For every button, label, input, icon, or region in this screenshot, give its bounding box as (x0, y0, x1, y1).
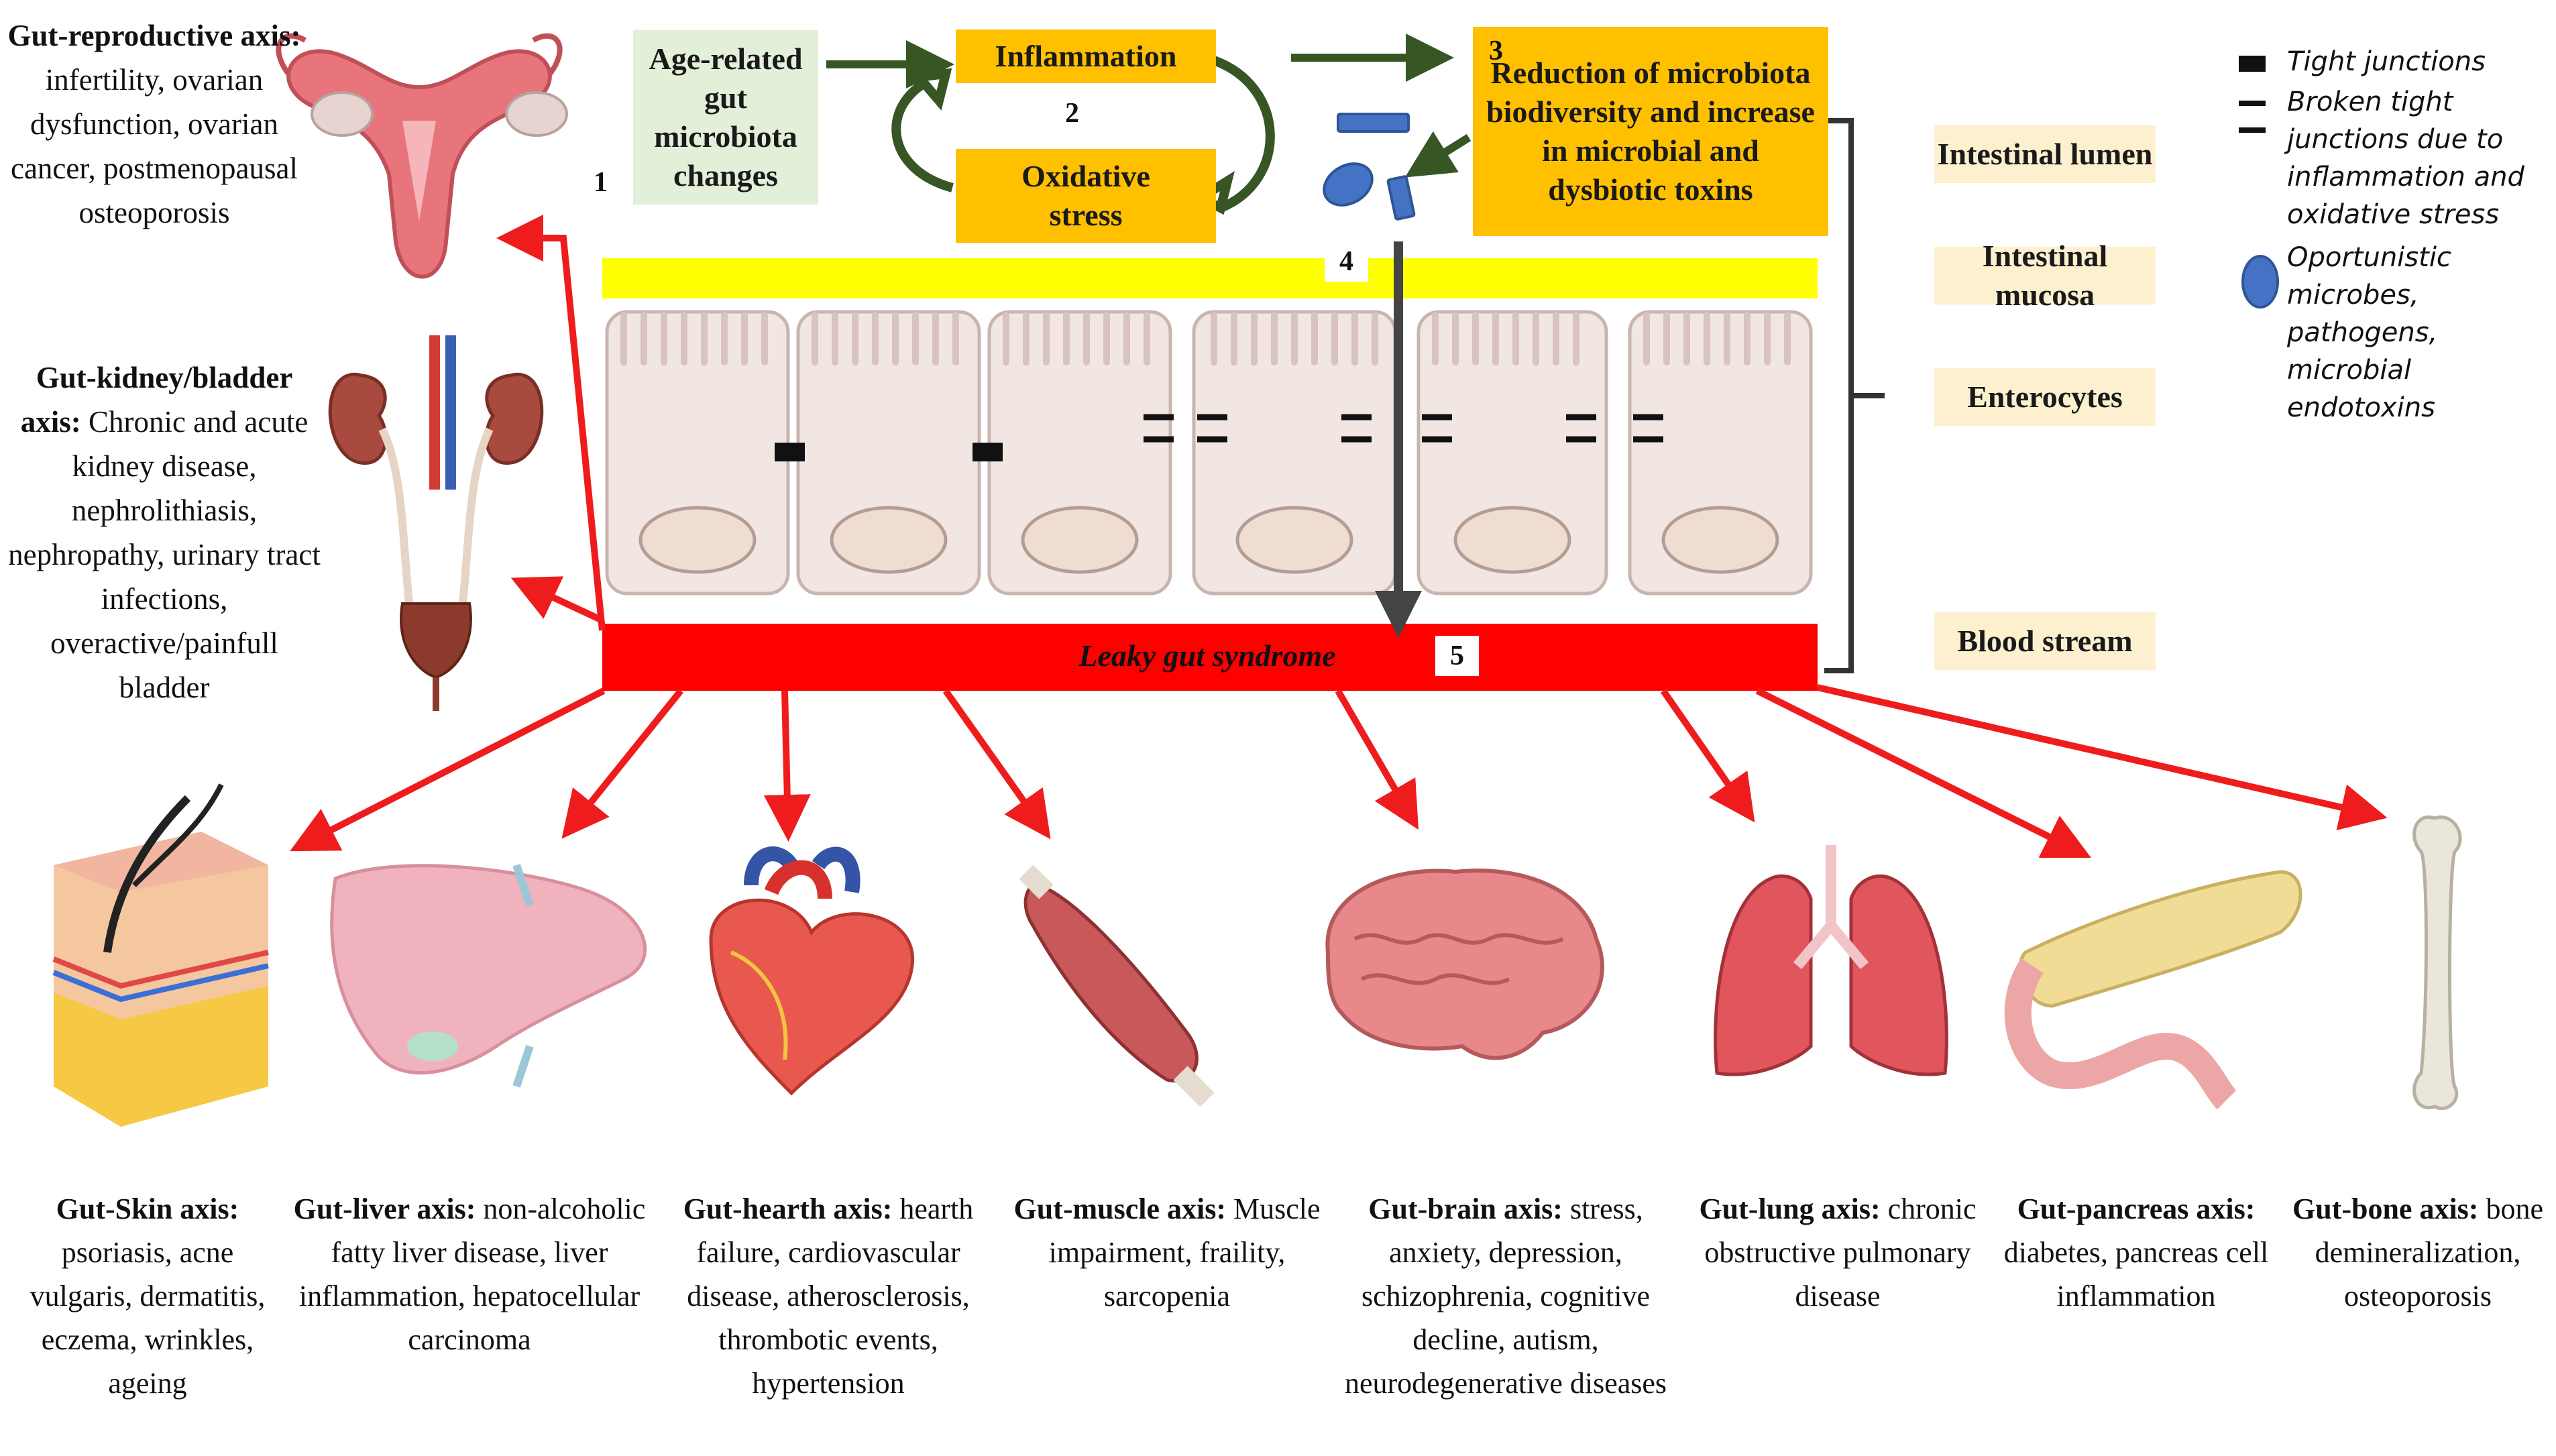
legend-tight-junctions: Tight junctions (2287, 46, 2486, 77)
axis-text: diabetes, pancreas cell inflammation (2003, 1236, 2269, 1312)
inflammation-box: Inflammation (956, 30, 1216, 83)
step-number-4: 4 (1325, 241, 1368, 282)
inflammation-label: Inflammation (995, 39, 1177, 73)
gut-bone-axis: Gut-bone axis: bone demineralization, os… (2284, 1187, 2552, 1318)
microbe-icon (1323, 162, 1374, 207)
layer-lumen-label: Intestinal lumen (1937, 137, 2153, 171)
layer-mucosa: Intestinal mucosa (1934, 239, 2156, 312)
muscle-icon (1019, 864, 1215, 1107)
axis-heading: Gut-muscle axis: (1013, 1192, 1226, 1225)
age-related-box: Age-related gut microbiota changes (633, 30, 818, 205)
process-arrows (826, 34, 1471, 178)
systemic-arrows (290, 215, 2388, 858)
axis-text: hearth failure, cardiovascular disease, … (687, 1192, 974, 1400)
axis-text: chronic obstructive pulmonary disease (1704, 1192, 1977, 1312)
axis-text: Chronic and acute kidney disease, nephro… (8, 405, 321, 704)
skin-icon (52, 783, 269, 1127)
microbe-icon (1337, 113, 1410, 133)
axis-heading: Gut-liver axis: (293, 1192, 476, 1225)
age-related-label: Age-related gut microbiota changes (649, 42, 803, 192)
gut-lung-axis: Gut-lung axis: chronic obstructive pulmo… (1687, 1187, 1989, 1318)
layer-blood: Blood stream (1934, 612, 2156, 670)
gut-liver-axis: Gut-liver axis: non-alcoholic fatty live… (285, 1187, 654, 1361)
gut-heart-axis: Gut-hearth axis: hearth failure, cardiov… (654, 1187, 1003, 1405)
heart-icon (709, 846, 914, 1096)
liver-icon (330, 864, 647, 1088)
brain-icon (1325, 869, 1604, 1060)
oxidative-stress-label: Oxidative stress (1021, 159, 1150, 232)
oxidative-stress-box: Oxidative stress (956, 149, 1216, 243)
broken-junction-icon (2239, 101, 2266, 106)
axis-text: non-alcoholic fatty liver disease, liver… (298, 1192, 646, 1356)
axis-heading: Gut-kidney/bladder axis: (20, 361, 293, 439)
layer-enterocytes-label: Enterocytes (1967, 380, 2123, 414)
microbe-icons (1323, 113, 1416, 221)
microvilli (620, 312, 1791, 366)
legend-microbes: Oportunistic microbes, pathogens, microb… (2287, 242, 2451, 423)
broken-junction-icon (2239, 127, 2266, 133)
bone-icon (2412, 815, 2462, 1111)
axis-text: psoriasis, acne vulgaris, dermatitis, ec… (30, 1236, 266, 1400)
reduction-box: Reduction of microbiota biodiversity and… (1473, 27, 1828, 236)
gut-kidney-axis: Gut-kidney/bladder axis: Chronic and acu… (7, 355, 322, 710)
axis-text: stress, anxiety, depression, schizophren… (1344, 1192, 1667, 1400)
axis-text: Muscle impairment, fraility, sarcopenia (1048, 1192, 1321, 1312)
tight-junctions (775, 443, 1003, 461)
tight-junction (973, 443, 1003, 461)
microbe-icon (2241, 255, 2279, 309)
layer-lumen: Intestinal lumen (1934, 125, 2156, 183)
layer-bracket (1824, 118, 1885, 673)
step-number-2: 2 (1065, 98, 1079, 129)
layer-blood-label: Blood stream (1957, 624, 2133, 658)
uterus-icon (276, 33, 568, 279)
leaky-gut-label: Leaky gut syndrome (1078, 638, 1336, 673)
layer-enterocytes: Enterocytes (1934, 368, 2156, 426)
step-number-5: 5 (1435, 636, 1479, 676)
axis-heading: Gut-lung axis: (1699, 1192, 1881, 1225)
pancreas-icon (2004, 870, 2302, 1110)
microbe-icon (1386, 175, 1416, 221)
step-number-1: 1 (594, 167, 608, 198)
leaky-gut-bar (602, 624, 1818, 691)
gut-reproductive-axis: Gut-reproductive axis: infertility, ovar… (7, 13, 302, 235)
tight-junction-icon (2239, 56, 2266, 72)
mucosa-band (602, 258, 1818, 298)
gut-brain-axis: Gut-brain axis: stress, anxiety, depress… (1325, 1187, 1687, 1405)
nuclei (638, 506, 1779, 574)
step-number-3: 3 (1489, 36, 1503, 66)
legend-broken-junctions: Broken tight junctions due to inflammati… (2287, 87, 2524, 230)
layer-mucosa-label: Intestinal mucosa (1982, 239, 2108, 312)
broken-tight-junctions (1144, 414, 1663, 443)
reduction-label: Reduction of microbiota biodiversity and… (1486, 56, 1815, 207)
axis-text: bone demineralization, osteoporosis (2315, 1192, 2543, 1312)
kidney-bladder-icon (328, 335, 544, 711)
gut-skin-axis: Gut-Skin axis: psoriasis, acne vulgaris,… (7, 1187, 288, 1405)
lung-icon (1714, 845, 1948, 1076)
axis-heading: Gut-brain axis: (1368, 1192, 1563, 1225)
axis-heading: Gut-reproductive axis: (7, 19, 301, 52)
gut-muscle-axis: Gut-muscle axis: Muscle impairment, frai… (1006, 1187, 1328, 1318)
tight-junction (775, 443, 805, 461)
axis-heading: Gut-pancreas axis: (2017, 1192, 2256, 1225)
axis-text: infertility, ovarian dysfunction, ovaria… (10, 63, 298, 229)
axis-heading: Gut-Skin axis: (56, 1192, 239, 1225)
axis-heading: Gut-bone axis: (2292, 1192, 2479, 1225)
axis-heading: Gut-hearth axis: (683, 1192, 893, 1225)
gut-pancreas-axis: Gut-pancreas axis: diabetes, pancreas ce… (1989, 1187, 2284, 1318)
cycle-arrows (891, 56, 1275, 215)
